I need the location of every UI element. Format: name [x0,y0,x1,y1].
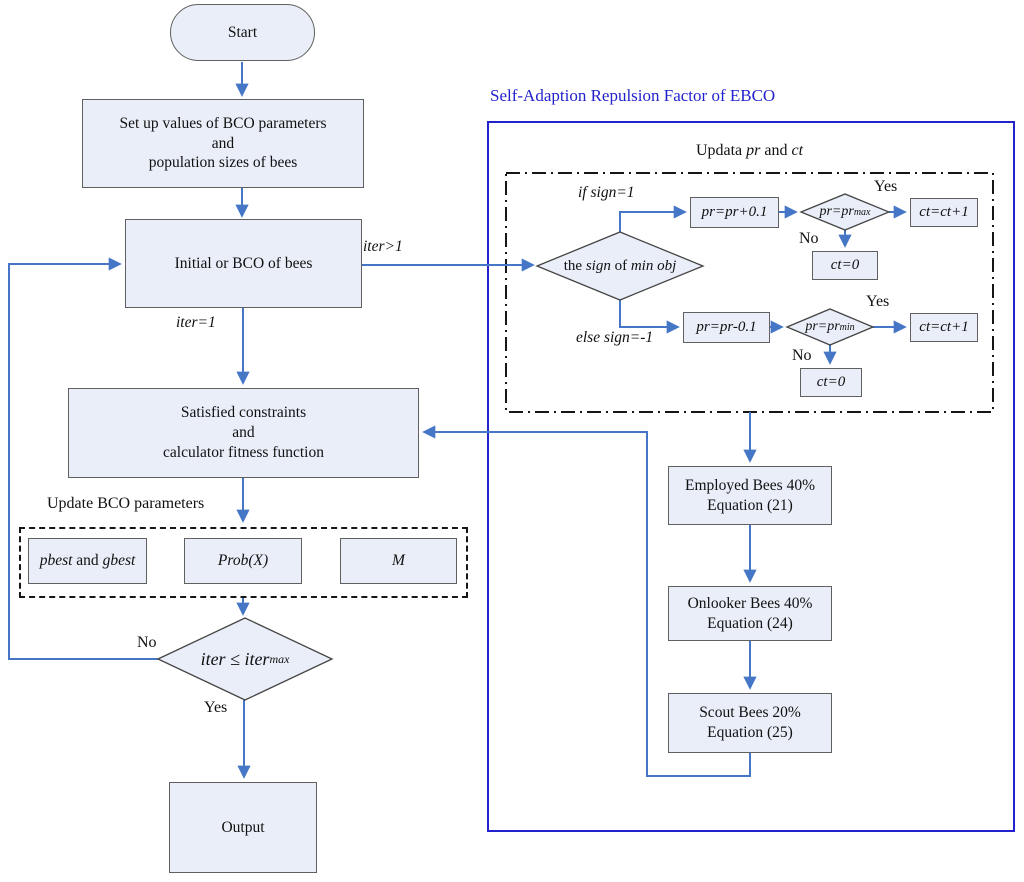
pr-minus-node: pr=pr-0.1 [683,312,770,343]
ct-inc2-node: ct=ct+1 [910,313,978,342]
update-params-group [19,527,468,598]
scout-line2: Equation (25) [707,724,793,741]
iter-eq1-label: iter=1 [176,314,216,331]
sign-p4: min obj [630,257,677,274]
diamonds [156,193,891,701]
satisfied-node: Satisfied constraints and calculator fit… [68,388,419,478]
gbest-part: gbest [102,552,136,570]
employed-bees-node: Employed Bees 40% Equation (21) [668,466,832,525]
arrow-scout-to-satisfied [422,425,751,777]
arrow-sign-to-prplus [619,205,687,232]
satisfied-line1: Satisfied constraints [180,404,307,422]
scout-bees-node: Scout Bees 20% Equation (25) [668,693,832,753]
arrow-no-loop [8,257,158,660]
setup-line2: and [211,134,235,152]
employed-line2: Equation (21) [707,496,793,514]
yes1-label: Yes [874,178,898,195]
setup-node: Set up values of BCO parameters and popu… [82,99,364,188]
output-node: Output [169,782,317,873]
ebco-panel-title: Self-Adaption Repulsion Factor of EBCO [490,86,776,105]
ct-inc2-label: ct=ct+1 [919,318,969,335]
updata-label: Updata pr and ct [506,142,993,160]
setup-line1: Set up values of BCO parameters [119,114,327,132]
else-sign-label: else sign=-1 [576,329,654,346]
arrows [8,62,907,779]
prob-label: Prob(X) [217,552,269,570]
pbest-part: pbest [39,552,73,570]
sign-decision-text: the sign of min obj [537,232,703,300]
prmax-decision-diamond [799,193,891,231]
pr-plus-label: pr=pr+0.1 [701,203,768,220]
m-node: M [340,538,457,584]
pbest-gbest-label: pbest and gbest [40,551,136,571]
start-node: Start [170,4,315,61]
pbest-gbest-node: pbest and gbest [28,538,147,584]
satisfied-line3: calculator fitness function [163,443,324,461]
prmax-main: pr=pr [819,204,854,219]
output-label: Output [221,818,265,836]
employed-line1: Employed Bees 40% [684,476,815,494]
pr-plus-node: pr=pr+0.1 [690,197,779,228]
no2-label: No [792,347,812,364]
and-part: and [72,552,103,570]
prmin-sub: min [839,321,855,333]
ct-zero1-node: ct=0 [812,251,878,280]
prmin-main: pr=pr [805,319,840,334]
yes-label: Yes [204,699,228,716]
if-sign-label: if sign=1 [578,184,635,201]
scout-line1: Scout Bees 20% [699,704,801,722]
sign-decision-label: the sign of min obj [564,258,677,275]
update-params-label: Update BCO parameters [47,495,205,512]
prmax-sub: max [853,206,871,218]
updata-pr: pr [746,142,761,159]
iter-decision-main: iter ≤ iter [200,648,270,669]
start-label: Start [227,23,258,41]
iter-decision-diamond [156,617,334,701]
ct-zero2-label: ct=0 [816,373,846,390]
ebco-panel-frame [487,121,1015,832]
sign-p3: of [610,257,631,274]
iter-gt1-label: iter>1 [363,238,403,255]
no1-label: No [799,230,819,247]
sign-p2: sign [585,257,611,274]
ct-inc1-node: ct=ct+1 [910,198,978,227]
initial-node: Initial or BCO of bees [125,219,362,308]
ct-inc1-label: ct=ct+1 [919,203,969,220]
initial-label: Initial or BCO of bees [174,254,313,272]
arrow-sign-to-prminus [619,300,680,334]
prmin-decision-diamond [785,308,875,346]
onlooker-bees-node: Onlooker Bees 40% Equation (24) [668,586,832,641]
pr-minus-label: pr=pr-0.1 [696,318,757,335]
updata-part1: Updata [695,142,747,159]
m-label: M [392,552,405,570]
updata-and: and [760,142,792,159]
onlooker-line1: Onlooker Bees 40% [687,594,813,612]
ct-zero1-label: ct=0 [830,256,860,273]
iter-decision-sub: max [269,651,290,666]
prob-node: Prob(X) [184,538,302,584]
sign-decision-diamond [535,231,705,301]
setup-line3: population sizes of bees [148,154,298,172]
satisfied-line2: and [232,424,255,442]
sign-p1: the [563,257,586,274]
ct-zero2-node: ct=0 [800,368,862,397]
updata-ct: ct [791,142,804,159]
no-label: No [137,634,157,651]
onlooker-line2: Equation (24) [707,614,793,632]
yes2-label: Yes [866,293,890,310]
